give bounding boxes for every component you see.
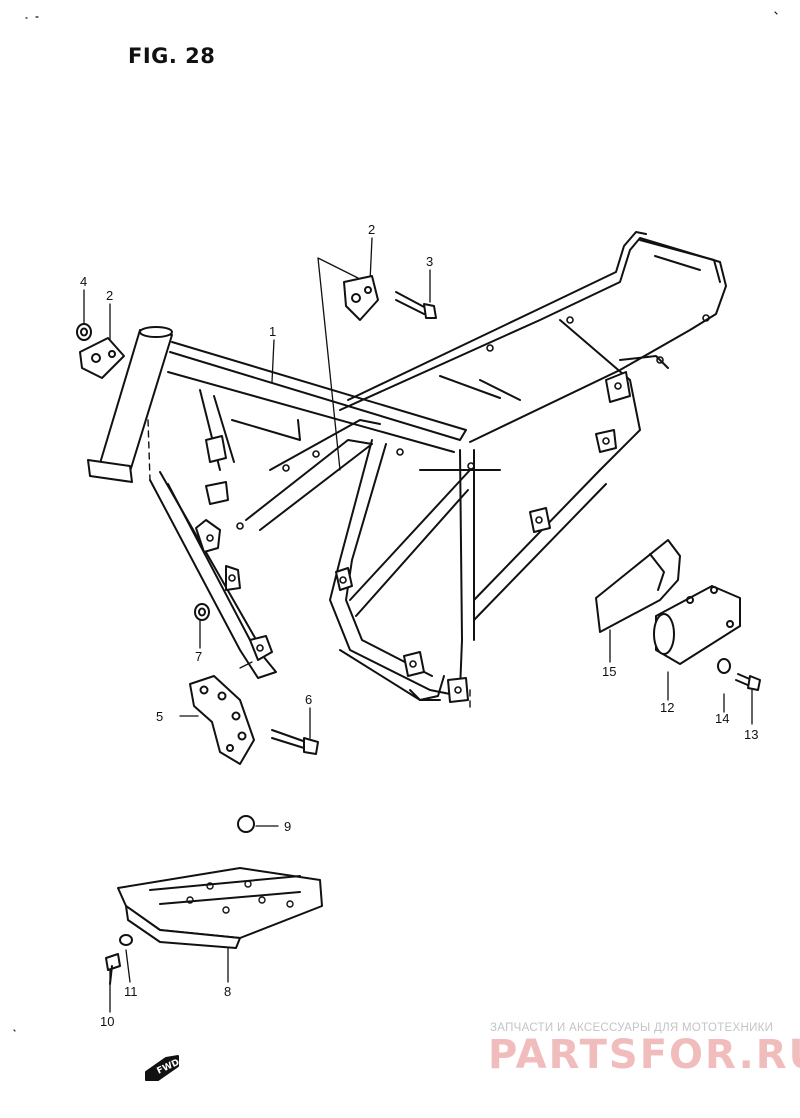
main-frame bbox=[87, 231, 727, 711]
leader-lines bbox=[83, 237, 753, 1013]
callout-10: 10 bbox=[100, 1014, 114, 1029]
muffler-cover bbox=[653, 585, 741, 665]
callout-11: 11 bbox=[124, 984, 138, 999]
callout-5: 5 bbox=[156, 709, 163, 724]
watermark-subtitle: ЗАПЧАСТИ И АКСЕССУАРЫ ДЛЯ МОТОТЕХНИКИ bbox=[490, 1022, 774, 1034]
callout-7: 7 bbox=[195, 649, 202, 664]
bolt-upper bbox=[395, 291, 437, 319]
screw-cover bbox=[105, 953, 121, 985]
nut-footrest bbox=[194, 603, 210, 621]
callout-1: 1 bbox=[269, 324, 276, 339]
callout-13: 13 bbox=[744, 727, 758, 742]
washer-cover bbox=[119, 934, 133, 946]
under-cover bbox=[117, 867, 323, 949]
fwd-direction-arrow-icon bbox=[145, 1055, 179, 1081]
bracket-left bbox=[79, 337, 125, 379]
callout-9: 9 bbox=[284, 819, 291, 834]
bracket-upper bbox=[343, 275, 379, 321]
callout-15: 15 bbox=[602, 664, 616, 679]
bolt-footrest bbox=[271, 729, 319, 755]
bolt-muffler bbox=[735, 673, 761, 691]
callout-14: 14 bbox=[715, 711, 729, 726]
figure-title: FIG. 28 bbox=[128, 44, 216, 68]
callout-3: 3 bbox=[426, 254, 433, 269]
callout-6: 6 bbox=[305, 692, 312, 707]
heat-shield bbox=[595, 539, 681, 633]
callout-numbers: 1 2 2 3 4 5 6 7 8 9 10 11 12 13 14 15 bbox=[80, 222, 758, 1029]
callout-2-upper: 2 bbox=[368, 222, 375, 237]
callout-2-left: 2 bbox=[106, 288, 113, 303]
grommet bbox=[237, 815, 255, 833]
callout-8: 8 bbox=[224, 984, 231, 999]
scan-specks bbox=[13, 11, 778, 1032]
nut-left bbox=[76, 323, 92, 341]
watermark-logo: PARTSFOR.RU bbox=[488, 1032, 800, 1078]
callout-4: 4 bbox=[80, 274, 87, 289]
callout-12: 12 bbox=[660, 700, 674, 715]
footrest-bracket bbox=[189, 675, 255, 765]
washer-muffler bbox=[717, 658, 731, 674]
